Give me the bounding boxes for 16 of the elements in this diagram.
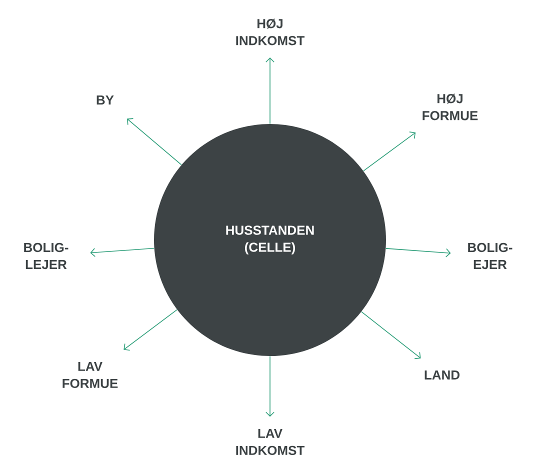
- category-label: HØJ INDKOMST: [236, 18, 305, 46]
- category-label: LAV INDKOMST: [236, 428, 305, 456]
- arrow: [124, 309, 178, 351]
- arrow: [386, 248, 451, 258]
- arrow: [361, 311, 421, 360]
- category-label: HØJ FORMUE: [422, 94, 478, 120]
- category-label: BOLIG-EJER: [468, 242, 512, 270]
- category-label: BOLIG-LEJER: [24, 242, 68, 270]
- category-label: LAND: [424, 370, 460, 380]
- category-label: LAV FORMUE: [62, 362, 118, 388]
- arrow: [363, 132, 416, 172]
- arrow: [127, 118, 182, 166]
- arrow: [266, 356, 274, 417]
- arrow: [90, 248, 154, 258]
- arrow: [266, 57, 274, 124]
- category-label: BY: [96, 96, 114, 104]
